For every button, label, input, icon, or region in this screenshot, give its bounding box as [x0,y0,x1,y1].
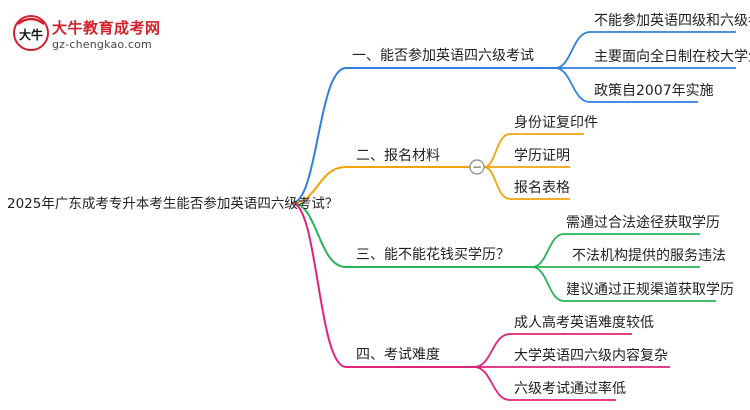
leaf-1-3[interactable]: 政策自2007年实施 [594,83,714,99]
horn-icon [17,17,45,26]
brand-name: 大牛教育成考网 [52,19,161,37]
leaf-connector-1-1 [554,31,736,69]
leaf-connector-2-3 [483,166,570,200]
leaf-4-2[interactable]: 大学英语四六级内容复杂 [514,348,668,364]
collapse-minus-icon: − [472,160,482,174]
branch-connector-3 [291,202,532,268]
brand-logo: 大牛 [13,15,49,51]
leaf-3-1[interactable]: 需通过合法途径获取学历 [566,215,720,231]
leaf-4-3[interactable]: 六级考试通过率低 [514,381,626,397]
leaf-3-3[interactable]: 建议通过正规渠道获取学历 [566,282,734,298]
leaf-connector-3-1 [531,233,700,268]
leaf-1-1[interactable]: 不能参加英语四级和六级考试 [594,13,750,29]
branch-topic-4[interactable]: 四、考试难度 [356,347,440,363]
root-topic[interactable]: 2025年广东成考专升本考生能否参加英语四六级考试？ [7,196,339,212]
connector-lines [291,31,736,401]
leaf-connector-2-1 [483,133,584,168]
brand-url: gz-chengkao.com [52,38,152,51]
leaf-2-3[interactable]: 报名表格 [514,180,570,196]
brand-mark: 大牛 [19,27,43,42]
leaf-1-2[interactable]: 主要面向全日制在校大学生 [594,49,750,65]
leaf-connector-4-1 [473,333,632,368]
branch-connector-2 [291,166,470,204]
collapse-toggle[interactable]: − [469,159,485,175]
branch-connector-4 [291,202,474,368]
leaf-2-2[interactable]: 学历证明 [514,148,570,164]
branch-topic-3[interactable]: 三、能不能花钱买学历？ [356,247,510,263]
leaf-4-1[interactable]: 成人高考英语难度较低 [514,315,654,331]
collapse-circle-icon [469,159,485,175]
leaf-connector-3-3 [531,266,716,302]
branch-connector-1 [291,67,555,204]
branch-topic-1[interactable]: 一、能否参加英语四六级考试 [352,48,534,64]
leaf-2-1[interactable]: 身份证复印件 [514,115,598,131]
branch-topic-2[interactable]: 二、报名材料 [356,148,440,164]
leaf-3-2[interactable]: 不法机构提供的服务违法 [572,248,726,264]
leaf-connector-1-3 [554,67,698,103]
leaf-connector-4-3 [473,366,616,401]
